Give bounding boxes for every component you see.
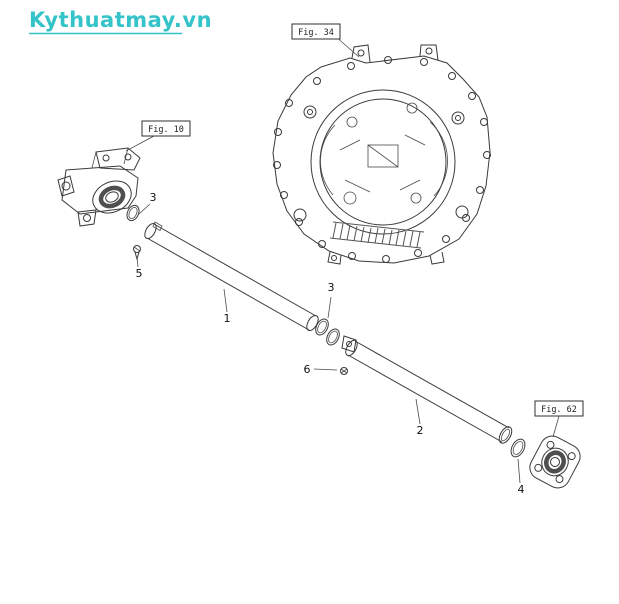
- housing-tab: [351, 44, 371, 63]
- part-label-5: 5: [136, 256, 143, 280]
- part-number-3: 3: [150, 191, 157, 204]
- fig-62-label[interactable]: Fig. 62: [541, 405, 577, 415]
- part-number-3b: 3: [328, 281, 335, 294]
- fig-34-ref[interactable]: Fig. 34: [291, 23, 360, 58]
- bracket-drawing: [57, 147, 141, 227]
- part-number-4: 4: [518, 483, 525, 496]
- housing-bosses: [293, 105, 469, 222]
- leader-3-mid: [327, 296, 332, 319]
- bracket-lug-hole: [61, 181, 71, 191]
- housing-bore-outer: [310, 89, 456, 235]
- leader-1: [223, 288, 228, 313]
- part-number-6: 6: [304, 363, 311, 376]
- screw-5-drawing: [133, 245, 141, 261]
- bracket-left-lug: [57, 175, 75, 197]
- shaft-1-keyway: [152, 221, 163, 232]
- o-ring-3-left: [126, 204, 140, 222]
- leader-3-left: [138, 203, 151, 215]
- part-number-5: 5: [136, 267, 143, 280]
- inner-arc: [429, 121, 448, 197]
- part-label-3-left: 3: [138, 191, 157, 215]
- part-label-3-mid: 3: [327, 281, 335, 319]
- fig-10-ref[interactable]: Fig. 10: [125, 120, 191, 152]
- watermark-text: Kythuatmay.vn: [29, 8, 212, 32]
- fig-34-leader: [338, 39, 360, 58]
- housing-bore-inner: [319, 98, 447, 226]
- housing-bolt-holes: [273, 56, 491, 263]
- part-label-6: 6: [304, 363, 338, 376]
- inner-arc: [320, 124, 336, 196]
- fig-62-leader: [552, 415, 560, 438]
- housing-tab: [419, 44, 439, 61]
- fig-62-ref[interactable]: Fig. 62: [534, 400, 584, 438]
- part-number-2: 2: [417, 424, 424, 437]
- bracket-top-arm: [95, 147, 141, 171]
- o-ring-4: [510, 438, 526, 458]
- fig-34-label[interactable]: Fig. 34: [298, 28, 334, 38]
- shaft-2-drawing: [345, 339, 513, 444]
- part-label-1: 1: [223, 288, 231, 325]
- leader-4: [517, 458, 521, 484]
- housing-hatch-band: [329, 221, 425, 249]
- flywheel-housing-drawing: [272, 44, 491, 265]
- o-ring-3-mid-b: [326, 328, 340, 346]
- bracket-body: [61, 165, 139, 215]
- housing-lug: [429, 251, 445, 265]
- fig-10-box[interactable]: [141, 120, 191, 137]
- part-label-2: 2: [415, 398, 424, 437]
- o-ring-3-mid-a: [315, 318, 329, 336]
- part-number-1: 1: [224, 312, 231, 325]
- tab-hole: [425, 47, 433, 55]
- flange-bearing-drawing: [529, 435, 581, 489]
- leader-6: [313, 368, 338, 371]
- fig-10-label[interactable]: Fig. 10: [148, 125, 184, 135]
- bracket-bottom-lug: [77, 209, 97, 227]
- bracket-bore: [92, 180, 132, 214]
- fig-10-leader: [125, 135, 155, 152]
- lug-hole: [331, 255, 337, 261]
- housing-interior-detail: [329, 102, 426, 249]
- tab-hole: [357, 49, 365, 57]
- housing-lug: [327, 251, 342, 265]
- shaft-1-drawing: [144, 221, 319, 332]
- part-label-4: 4: [517, 458, 525, 496]
- leader-5: [136, 256, 139, 268]
- fig-34-box[interactable]: [291, 23, 341, 40]
- site-watermark: Kythuatmay.vn: [29, 8, 212, 35]
- leader-2: [415, 398, 421, 425]
- housing-outline: [272, 55, 491, 264]
